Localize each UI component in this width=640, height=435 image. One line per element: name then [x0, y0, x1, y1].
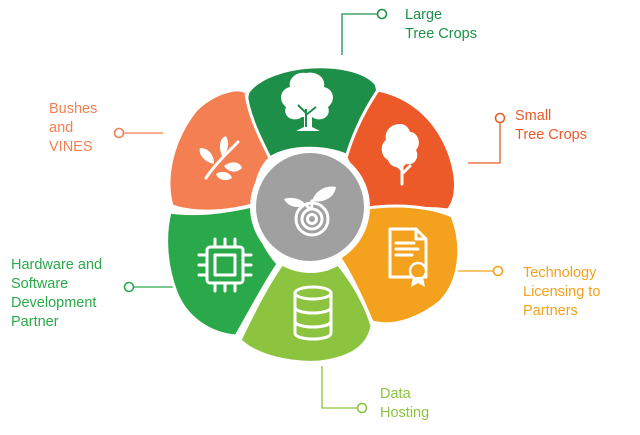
connector-large-tree-crops — [341, 13, 378, 55]
label-large-tree-crops: Large Tree Crops — [405, 7, 477, 42]
label-hardware-software: Hardware and Software Development Partne… — [11, 257, 103, 330]
certificate-icon — [388, 227, 428, 287]
sprout-seed-icon — [284, 186, 336, 237]
small-tree-icon — [381, 124, 419, 186]
connector-small-tree-crops — [468, 118, 501, 164]
dot-small-tree-crops — [494, 112, 506, 124]
dot-bushes-vines — [113, 127, 125, 139]
label-data-hosting: Data Hosting — [380, 386, 430, 421]
petal-bushes-vines — [167, 88, 272, 213]
dot-large-tree-crops — [376, 8, 388, 20]
branch-icon — [199, 136, 242, 181]
label-small-tree-crops: Small Tree Crops — [515, 108, 587, 143]
tree-icon — [281, 72, 333, 131]
dot-data-hosting — [356, 402, 368, 414]
dot-hardware-software — [123, 281, 135, 293]
label-technology-licensing: Technology Licensing to Partners — [523, 265, 601, 319]
chip-icon — [197, 237, 253, 293]
dot-technology-licensing — [492, 265, 504, 277]
label-bushes-vines: Bushes and VINES — [49, 101, 98, 155]
database-icon — [293, 285, 333, 341]
connector-data-hosting — [321, 366, 358, 409]
petal-hardware-software — [165, 204, 280, 338]
